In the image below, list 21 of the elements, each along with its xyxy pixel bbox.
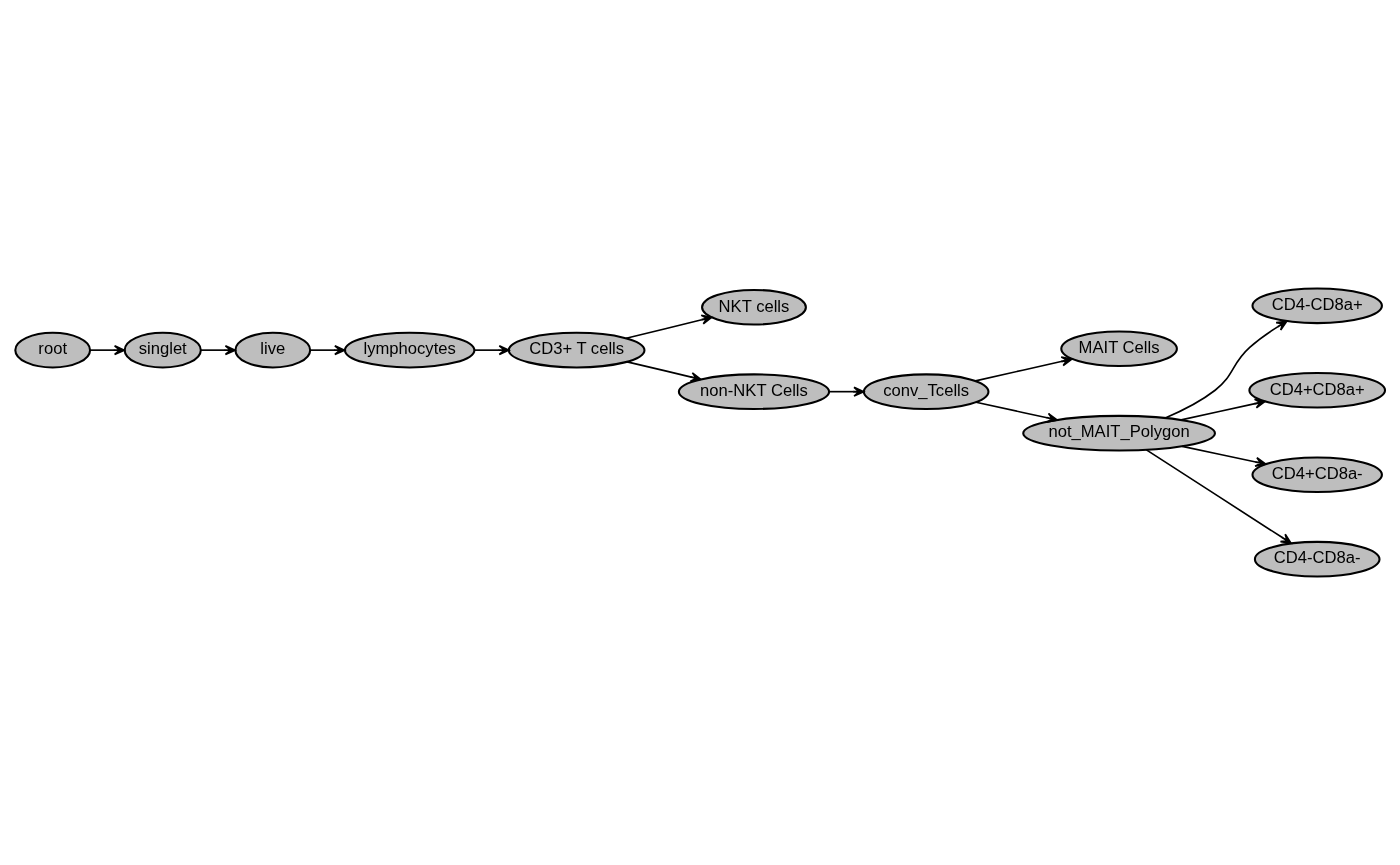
arrow xyxy=(1181,445,1267,468)
node-ellipse: live xyxy=(234,331,312,369)
node-ellipse: CD3+ T cells xyxy=(507,331,646,369)
arrow xyxy=(626,361,702,383)
arrow xyxy=(89,344,126,356)
node-ellipse: lymphocytes xyxy=(343,331,476,369)
node-ellipse: CD4-CD8a+ xyxy=(1251,287,1383,325)
arrow xyxy=(625,314,713,340)
arrow xyxy=(1164,320,1288,419)
arrow xyxy=(1145,449,1292,544)
node-ellipse: singlet xyxy=(123,331,202,369)
arrow xyxy=(1180,398,1266,421)
arrow xyxy=(828,386,865,397)
arrow xyxy=(200,344,236,356)
arrow xyxy=(309,344,346,356)
arrow xyxy=(975,401,1058,423)
node-ellipse: CD4-CD8a- xyxy=(1253,540,1381,578)
node-ellipse: root xyxy=(14,331,92,369)
node-ellipse: conv_Tcells xyxy=(862,373,990,410)
arrow xyxy=(474,344,510,356)
arrow xyxy=(974,356,1073,382)
